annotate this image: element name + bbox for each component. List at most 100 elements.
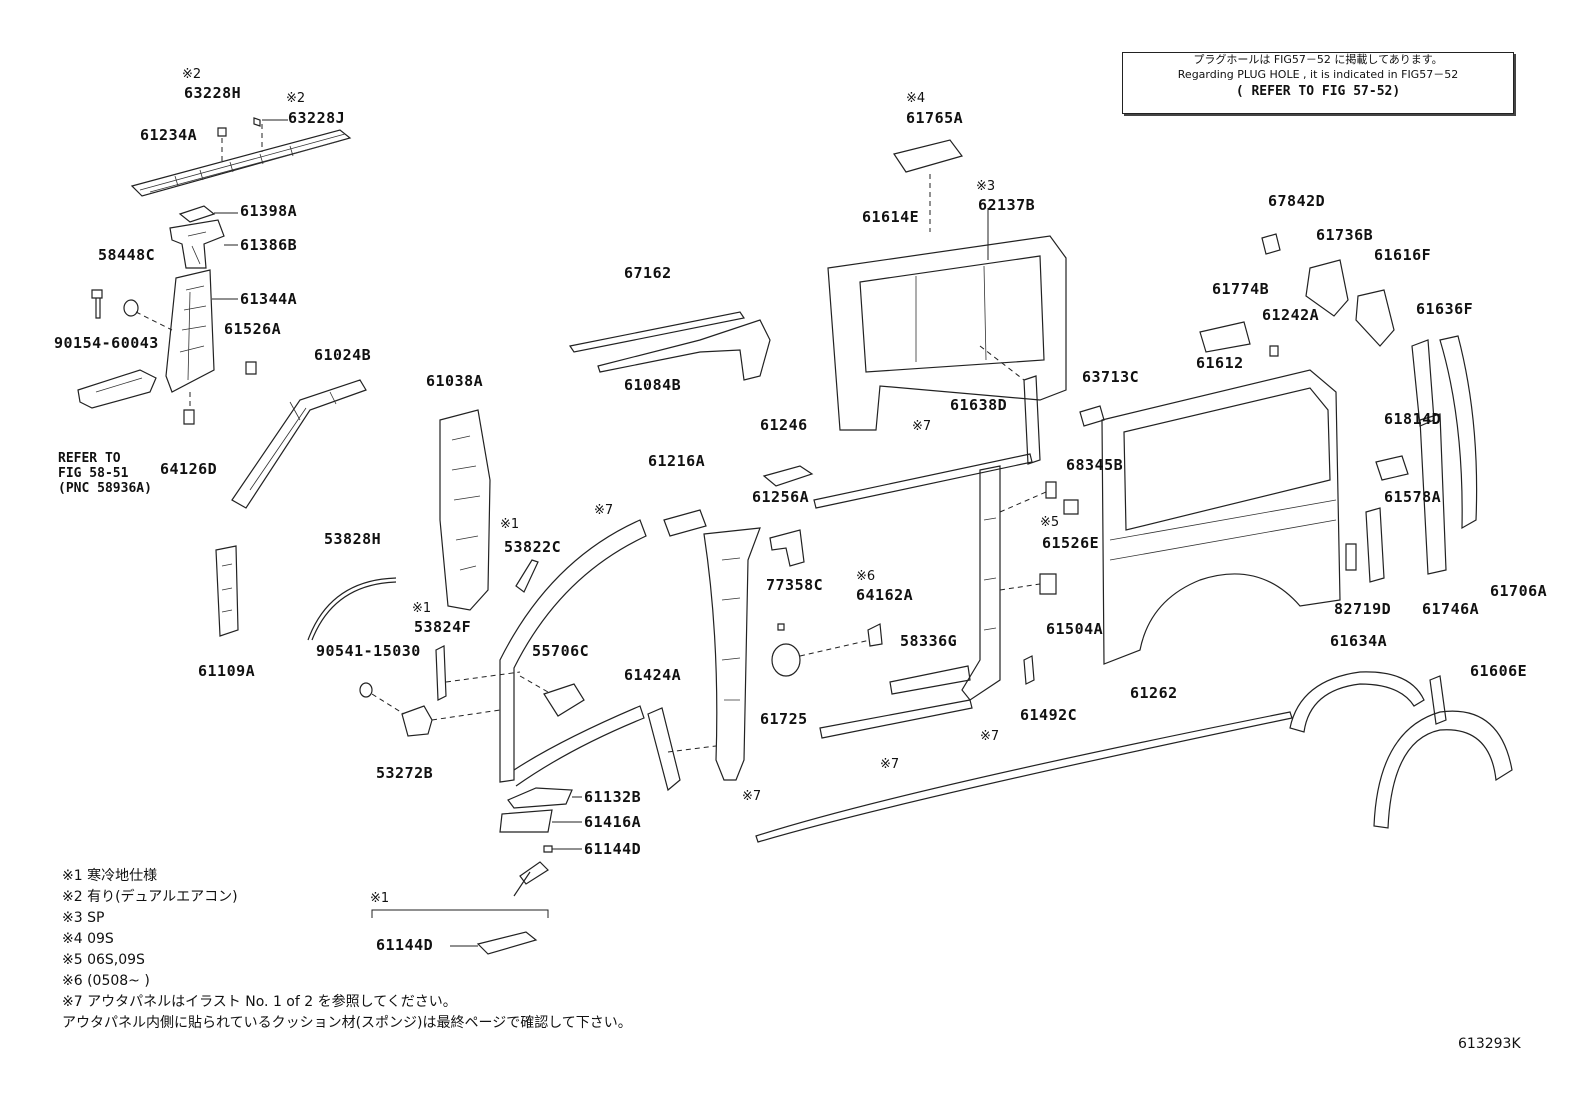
part-61038a-drawing: [439, 409, 491, 611]
part-label-61144d-lower[interactable]: 61144D: [376, 936, 434, 954]
part-label-53272b[interactable]: 53272B: [376, 764, 434, 782]
part-label-90154-60043[interactable]: 90154-60043: [54, 334, 159, 352]
part-58448c-drawing: [123, 299, 139, 317]
part-label-63228h[interactable]: 63228H: [184, 84, 242, 102]
rocker-panel: [819, 699, 973, 739]
part-61024b-drawing: [231, 379, 367, 509]
part-label-63228j[interactable]: 63228J: [288, 109, 346, 127]
part-61144d-drawing: [543, 845, 553, 853]
part-61526a-drawing: [245, 361, 257, 375]
part-label-82719d[interactable]: 82719D: [1334, 600, 1392, 618]
mark-7b: ※7: [742, 789, 762, 804]
part-label-61234a[interactable]: 61234A: [140, 126, 198, 144]
part-label-61084b[interactable]: 61084B: [624, 376, 682, 394]
part-label-64126d[interactable]: 64126D: [160, 460, 218, 478]
door-frame-front: [499, 519, 647, 787]
part-label-61606e[interactable]: 61606E: [1470, 662, 1528, 680]
part-label-61262[interactable]: 61262: [1130, 684, 1178, 702]
part-61634a-drawing: [1289, 671, 1425, 733]
part-label-61109a[interactable]: 61109A: [198, 662, 256, 680]
part-label-61024b[interactable]: 61024B: [314, 346, 372, 364]
part-label-61765a[interactable]: 61765A: [906, 109, 964, 127]
roof-side-rail: [813, 453, 1033, 509]
part-90541-drawing: [359, 682, 373, 698]
part-63713c-drawing: [1079, 405, 1105, 427]
part-label-68345b[interactable]: 68345B: [1066, 456, 1124, 474]
part-label-61616f[interactable]: 61616F: [1374, 246, 1432, 264]
part-label-61242a[interactable]: 61242A: [1262, 306, 1320, 324]
part-61109a-drawing: [215, 545, 239, 637]
part-53828h-drawing: [307, 577, 397, 641]
part-label-61725[interactable]: 61725: [760, 710, 808, 728]
part-label-61424a[interactable]: 61424A: [624, 666, 682, 684]
part-55706c-drawing: [543, 683, 585, 717]
refer-fig-58-51[interactable]: REFER TO FIG 58-51 (PNC 58936A): [58, 451, 152, 497]
part-label-61504a[interactable]: 61504A: [1046, 620, 1104, 638]
part-61144d-lower-drawing: [476, 931, 538, 955]
part-label-61038a[interactable]: 61038A: [426, 372, 484, 390]
part-label-61634a[interactable]: 61634A: [1330, 632, 1388, 650]
part-label-90541-15030[interactable]: 90541-15030: [316, 642, 421, 660]
part-label-67842d[interactable]: 67842D: [1268, 192, 1326, 210]
part-label-61386b[interactable]: 61386B: [240, 236, 298, 254]
part-label-61492c[interactable]: 61492C: [1020, 706, 1078, 724]
mark-7d: ※7: [980, 729, 1000, 744]
part-label-61526e[interactable]: 61526E: [1042, 534, 1100, 552]
part-label-67162[interactable]: 67162: [624, 264, 672, 282]
part-label-53822c[interactable]: 53822C: [504, 538, 562, 556]
part-label-61216a[interactable]: 61216A: [648, 452, 706, 470]
part-label-61398a[interactable]: 61398A: [240, 202, 298, 220]
part-label-64162a[interactable]: 64162A: [856, 586, 914, 604]
part-label-61774b[interactable]: 61774B: [1212, 280, 1270, 298]
part-77358c-drawing: [777, 623, 785, 631]
part-label-61614e[interactable]: 61614E: [862, 208, 920, 226]
part-label-58336g[interactable]: 58336G: [900, 632, 958, 650]
figure-code: 613293K: [1458, 1036, 1521, 1052]
part-label-61746a[interactable]: 61746A: [1422, 600, 1480, 618]
part-label-77358c[interactable]: 77358C: [766, 576, 824, 594]
legend-item-7: ※7 アウタパネルはイラスト No. 1 of 2 を参照してください。: [62, 994, 457, 1010]
part-label-53828h[interactable]: 53828H: [324, 530, 382, 548]
part-61256a-drawing: [769, 529, 805, 567]
part-label-61256a[interactable]: 61256A: [752, 488, 810, 506]
part-label-61416a[interactable]: 61416A: [584, 813, 642, 831]
mark-2b: ※2: [286, 91, 306, 106]
part-61814d-drawing: [1375, 455, 1409, 481]
door-frame-rear: [961, 465, 1001, 701]
note-line-en: Regarding PLUG HOLE , it is indicated in…: [1177, 67, 1459, 81]
part-label-61612[interactable]: 61612: [1196, 354, 1244, 372]
note-refer-link[interactable]: ( REFER TO FIG 57-52): [1235, 83, 1401, 99]
part-label-61246[interactable]: 61246: [760, 416, 808, 434]
part-61234a-drawing: [130, 129, 352, 197]
part-58336g-drawing: [889, 665, 971, 695]
part-label-61814d[interactable]: 61814D: [1384, 410, 1442, 428]
part-label-61638d[interactable]: 61638D: [950, 396, 1008, 414]
part-label-58448c[interactable]: 58448C: [98, 246, 156, 264]
part-label-61132b[interactable]: 61132B: [584, 788, 642, 806]
part-label-61706a[interactable]: 61706A: [1490, 582, 1548, 600]
part-61424a-drawing: [647, 707, 681, 792]
legend-item-2: ※2 有り(デュアルエアコン): [62, 889, 238, 905]
part-label-62137b[interactable]: 62137B: [978, 196, 1036, 214]
part-label-53824f[interactable]: 53824F: [414, 618, 472, 636]
part-label-61526a[interactable]: 61526A: [224, 320, 282, 338]
note-line-jp: プラグホールは FIG57－52 に掲載してあります。: [1193, 53, 1443, 66]
part-label-55706c[interactable]: 55706C: [532, 642, 590, 660]
refer-line-3: (PNC 58936A): [58, 480, 152, 496]
part-label-61344a[interactable]: 61344A: [240, 290, 298, 308]
mark-7c: ※7: [880, 757, 900, 772]
mark-4: ※4: [906, 91, 926, 106]
part-61504a-drawing: [1039, 573, 1057, 595]
part-label-63713c[interactable]: 63713C: [1082, 368, 1140, 386]
part-63228h-drawing: [217, 127, 227, 137]
part-label-61578a[interactable]: 61578A: [1384, 488, 1442, 506]
part-61262-drawing: [755, 711, 1293, 843]
part-label-61636f[interactable]: 61636F: [1416, 300, 1474, 318]
part-label-61736b[interactable]: 61736B: [1316, 226, 1374, 244]
part-61612-drawing: [1101, 369, 1341, 665]
mark-1c: ※1: [370, 891, 390, 906]
legend-item-4: ※4 09S: [62, 931, 114, 947]
part-label-61144d[interactable]: 61144D: [584, 840, 642, 858]
part-53824f-drawing: [435, 645, 447, 701]
